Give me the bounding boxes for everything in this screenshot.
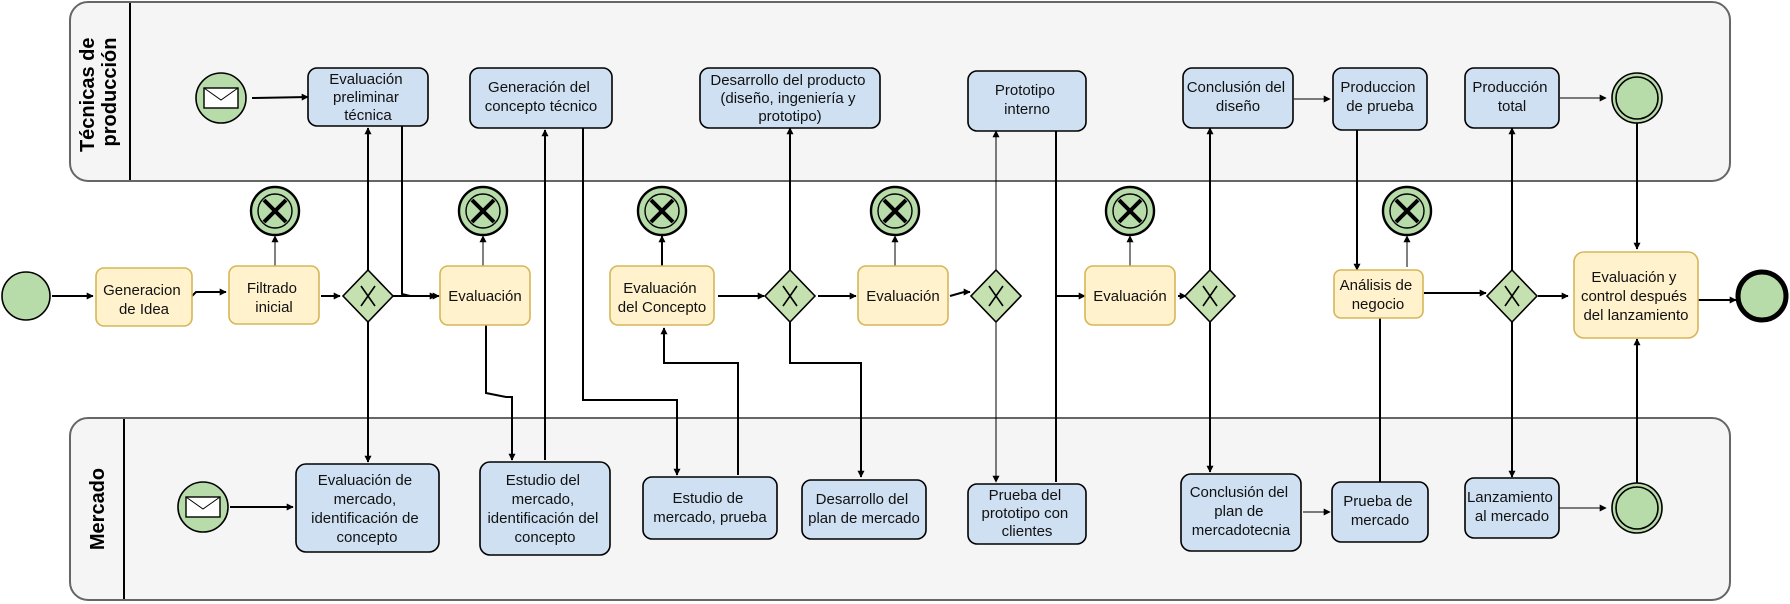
envelope-icon bbox=[203, 87, 239, 109]
svg-text:Estudio del mercado,: Estudio del mercado, identificación del … bbox=[487, 472, 602, 546]
svg-text:Conclusión del diseño: Conclusión del diseño bbox=[1187, 79, 1290, 115]
task-desarrollo-plan-mercado: Desarrollo del plan de mercado bbox=[801, 479, 927, 540]
svg-text:Conclusión del plan de: Conclusión del plan de mercadotecnia bbox=[1190, 484, 1293, 539]
task-conclusion-plan-mercadotecnia: Conclusión del plan de mercadotecnia bbox=[1180, 473, 1302, 552]
label-evaluacion-2: Evaluación bbox=[866, 288, 939, 305]
end-event-main bbox=[1735, 269, 1789, 323]
gateway-5 bbox=[1485, 268, 1539, 324]
end-event-bottom bbox=[1611, 482, 1663, 534]
terminate-event-4 bbox=[869, 185, 921, 237]
label-evaluacion-1: Evaluación bbox=[448, 288, 521, 305]
message-start-event-top bbox=[195, 72, 247, 124]
svg-text:Análisis de negocio: Análisis de negocio bbox=[1340, 277, 1417, 313]
svg-text:Técnicas de producción: Técnicas de producción bbox=[77, 32, 121, 152]
message-start-event-bottom bbox=[177, 481, 229, 533]
svg-text:Evaluación preliminar: Evaluación preliminar técnica bbox=[329, 71, 407, 124]
gateway-2 bbox=[763, 268, 817, 324]
svg-text:Generación del concepto: Generación del concepto técnico bbox=[485, 79, 598, 115]
task-evaluacion-3: Evaluación bbox=[1084, 265, 1176, 326]
task-evaluacion-concepto: Evaluación del Concepto bbox=[609, 265, 715, 326]
task-evaluacion-2: Evaluación bbox=[857, 265, 949, 326]
gateway-4 bbox=[1183, 268, 1237, 324]
terminate-event-6 bbox=[1381, 185, 1433, 237]
exclusive-gateway-icon bbox=[1504, 285, 1520, 307]
task-evaluacion-control: Evaluación y control después del lanzami… bbox=[1573, 251, 1699, 339]
envelope-icon bbox=[185, 496, 221, 518]
end-event-top bbox=[1611, 72, 1663, 124]
svg-text:Producción total: Producción total bbox=[1472, 79, 1551, 115]
exclusive-gateway-icon bbox=[782, 285, 798, 307]
lane-title-tecnicas-1: Técnicas de bbox=[77, 38, 99, 153]
x-circle-icon bbox=[644, 193, 680, 229]
task-conclusion-diseno: Conclusión del diseño bbox=[1182, 67, 1294, 129]
task-desarrollo-producto: Desarrollo del producto (diseño, ingenie… bbox=[699, 67, 881, 129]
x-circle-icon bbox=[257, 193, 293, 229]
label-generacion-2: de Idea bbox=[119, 301, 170, 318]
task-produccion-prueba: Produccion de prueba bbox=[1332, 67, 1428, 131]
task-eval-mercado-concepto: Evaluación de mercado, identificación de… bbox=[295, 463, 440, 553]
terminate-event-2 bbox=[457, 185, 509, 237]
lane-title-mercado: Mercado bbox=[87, 468, 109, 550]
x-circle-icon bbox=[877, 193, 913, 229]
task-prototipo-interno: Prototipo interno bbox=[967, 70, 1087, 132]
svg-text:Filtrado inicial: Filtrado inicial bbox=[247, 280, 301, 316]
svg-text:Prototipo interno: Prototipo interno bbox=[995, 82, 1059, 118]
task-lanzamiento-mercado: Lanzamiento al mercado bbox=[1464, 477, 1560, 539]
svg-text:Lanzamiento al mercado: Lanzamiento al mercado bbox=[1467, 489, 1557, 525]
task-generacion-concepto-tecnico: Generación del concepto técnico bbox=[469, 67, 613, 129]
label-evaluacion-3: Evaluación bbox=[1093, 288, 1166, 305]
svg-text:Prueba de mercado: Prueba de mercado bbox=[1343, 493, 1416, 529]
svg-text:Generacion de Idea: Generacion de Idea bbox=[103, 282, 185, 318]
task-prueba-prototipo-clientes: Prueba del prototipo con clientes bbox=[967, 483, 1087, 545]
x-circle-icon bbox=[1389, 193, 1425, 229]
svg-text:Evaluación de mercado,: Evaluación de mercado, identificación de… bbox=[311, 472, 423, 546]
task-estudio-mercado-prueba: Estudio de mercado, prueba bbox=[642, 476, 778, 540]
task-filtrado-inicial: Filtrado inicial bbox=[228, 265, 320, 325]
x-circle-icon bbox=[1112, 193, 1148, 229]
svg-text:Desarrollo del producto: Desarrollo del producto (diseño, ingenie… bbox=[710, 72, 869, 125]
gateway-1 bbox=[341, 268, 395, 324]
task-generacion-idea: Generacion de Idea bbox=[95, 267, 193, 327]
label-generacion-1: Generacion bbox=[103, 282, 181, 299]
terminate-event-1 bbox=[249, 185, 301, 237]
x-circle-icon bbox=[465, 193, 501, 229]
terminate-event-3 bbox=[636, 185, 688, 237]
svg-text:Produccion de prueba: Produccion de prueba bbox=[1340, 79, 1419, 115]
task-prueba-mercado: Prueba de mercado bbox=[1331, 481, 1429, 543]
lane-tecnicas: Técnicas de producción bbox=[69, 1, 1731, 182]
flow-edges bbox=[52, 93, 1737, 516]
gateway-3 bbox=[969, 268, 1023, 324]
exclusive-gateway-icon bbox=[988, 285, 1004, 307]
terminate-event-5 bbox=[1104, 185, 1156, 237]
task-evaluacion-1: Evaluación bbox=[439, 265, 531, 326]
task-estudio-mercado-concepto: Estudio del mercado, identificación del … bbox=[479, 461, 611, 556]
svg-text:Desarrollo del plan de m: Desarrollo del plan de mercado bbox=[808, 491, 920, 527]
lane-title-tecnicas-2: producción bbox=[99, 38, 121, 147]
exclusive-gateway-icon bbox=[360, 285, 376, 307]
start-event bbox=[1, 271, 51, 321]
svg-text:Estudio de mercado, prue: Estudio de mercado, prueba bbox=[653, 490, 767, 526]
task-eval-preliminar-tecnica: Evaluación preliminar técnica bbox=[307, 67, 429, 127]
svg-text:Prueba del prototipo con: Prueba del prototipo con clientes bbox=[982, 487, 1073, 540]
svg-text:Evaluación del Concepto: Evaluación del Concepto bbox=[618, 280, 706, 316]
task-produccion-total: Producción total bbox=[1464, 67, 1560, 129]
svg-text:Evaluación y control des: Evaluación y control después del lanzami… bbox=[1581, 269, 1691, 324]
exclusive-gateway-icon bbox=[1202, 285, 1218, 307]
task-analisis-negocio: Análisis de negocio bbox=[1333, 269, 1424, 319]
